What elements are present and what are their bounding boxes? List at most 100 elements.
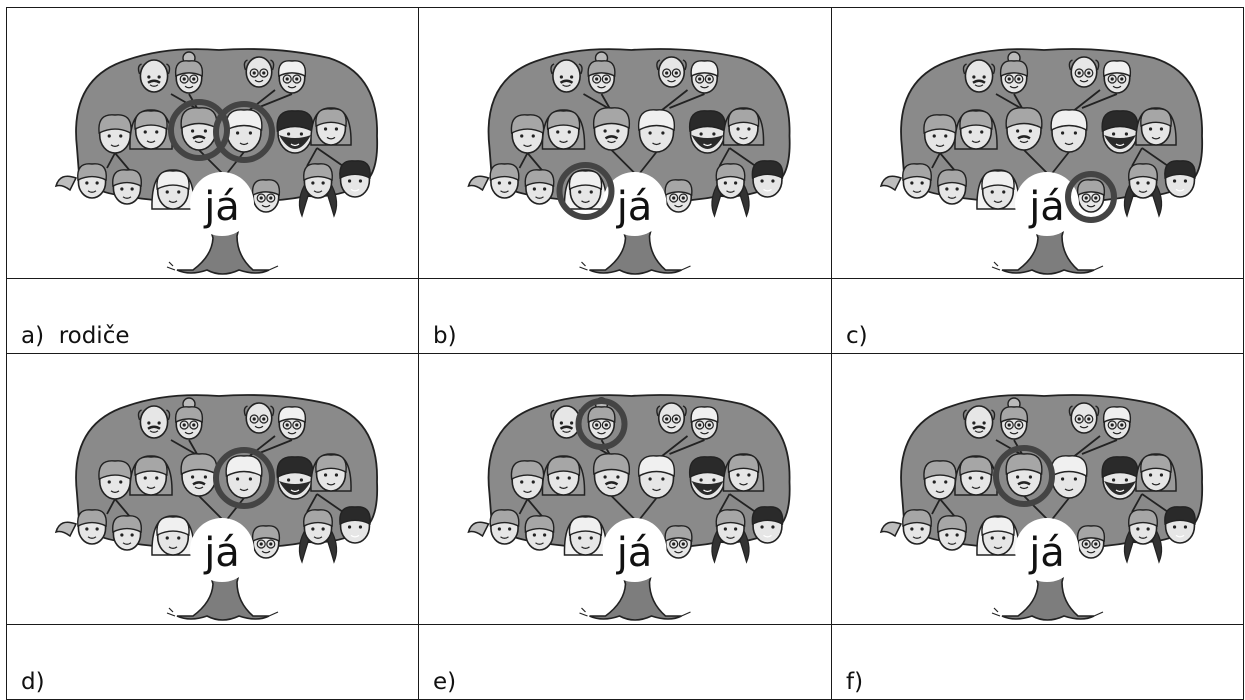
face-sister: [976, 515, 1020, 556]
tree-image-cell: já: [831, 7, 1244, 279]
highlight-ring: [213, 447, 275, 509]
face-cousin1: [54, 163, 107, 199]
answer-label: e): [433, 669, 457, 695]
face-brother: [251, 525, 281, 559]
face-aunt2: [129, 455, 173, 496]
face-cousin1: [467, 509, 520, 545]
face-grandma2: [1102, 406, 1132, 440]
face-cousin1: [467, 163, 520, 199]
face-aunt3: [722, 453, 765, 492]
face-cousin3: [1123, 163, 1163, 218]
face-cousin4: [339, 506, 371, 544]
answer-cell[interactable]: b): [418, 278, 832, 354]
family-tree-illustration: já: [879, 48, 1204, 275]
label-row: d) e) f): [6, 624, 1244, 700]
family-tree-illustration: já: [467, 394, 791, 621]
answer-cell[interactable]: e): [418, 624, 832, 700]
face-cousin4: [751, 506, 784, 544]
face-father: [592, 107, 631, 151]
face-cousin3: [1123, 509, 1163, 564]
face-cousin2: [524, 169, 555, 205]
face-sister: [976, 169, 1020, 210]
face-uncle: [688, 456, 727, 500]
answer-cell[interactable]: c): [831, 278, 1244, 354]
face-sister: [563, 515, 608, 556]
face-aunt3: [722, 107, 765, 146]
face-cousin2: [937, 515, 967, 551]
tree-trunk: [176, 202, 270, 275]
family-tree-illustration: já: [467, 48, 791, 275]
me-bubble: já: [190, 172, 254, 236]
family-tree-illustration: já: [54, 394, 379, 621]
tree-trunk: [589, 548, 682, 621]
me-bubble: já: [1015, 172, 1079, 236]
face-grandma2: [690, 406, 719, 440]
face-aunt2: [954, 109, 998, 150]
face-grandma1: [999, 397, 1029, 440]
face-grandpa1: [962, 405, 996, 439]
highlight-ring: [213, 101, 275, 163]
tree-image-cell: já: [6, 353, 419, 625]
face-aunt1: [98, 114, 132, 154]
face-grandpa1: [137, 59, 171, 93]
face-aunt2: [129, 109, 173, 150]
face-cousin3: [298, 163, 338, 218]
face-sister: [151, 169, 195, 210]
family-tree-illustration: já: [879, 394, 1204, 621]
highlight-ring: [575, 398, 628, 450]
tree-trunk: [1001, 202, 1095, 275]
face-aunt1: [510, 460, 545, 500]
me-bubble: já: [602, 172, 667, 236]
me-bubble: já: [1015, 518, 1079, 582]
face-father: [1005, 453, 1043, 497]
face-father: [180, 107, 218, 151]
face-grandma1: [174, 51, 204, 94]
highlight-ring: [168, 99, 230, 161]
me-label: já: [1028, 530, 1065, 576]
answer-label: a) rodiče: [21, 323, 130, 349]
face-cousin2: [112, 515, 142, 551]
face-cousin4: [339, 160, 371, 198]
face-mother: [637, 455, 676, 499]
face-grandpa2: [243, 402, 275, 434]
label-row: a) rodiče b)c): [6, 278, 1244, 354]
highlight-ring: [993, 445, 1055, 507]
face-aunt1: [98, 460, 132, 500]
tree-image-cell: já: [831, 353, 1244, 625]
answer-cell[interactable]: a) rodiče: [6, 278, 419, 354]
face-grandpa1: [550, 59, 583, 93]
face-grandpa2: [656, 56, 687, 88]
family-tree-illustration: já: [54, 48, 379, 275]
tree-image-cell: já: [418, 353, 832, 625]
answer-cell[interactable]: f): [831, 624, 1244, 700]
highlight-ring: [1065, 171, 1117, 223]
me-label: já: [616, 530, 653, 576]
face-sister: [563, 169, 608, 210]
face-aunt1: [923, 460, 957, 500]
answer-label: d): [21, 669, 45, 695]
answer-cell[interactable]: d): [6, 624, 419, 700]
face-grandma2: [277, 406, 307, 440]
face-father: [592, 453, 631, 497]
face-cousin2: [112, 169, 142, 205]
face-grandpa2: [656, 402, 687, 434]
face-grandma2: [277, 60, 307, 94]
face-mother: [225, 109, 263, 153]
face-aunt3: [1135, 453, 1177, 492]
face-aunt3: [310, 107, 352, 146]
face-mother: [637, 109, 676, 153]
face-mother: [1050, 455, 1088, 499]
face-grandma1: [587, 51, 616, 94]
face-cousin3: [711, 509, 750, 564]
face-cousin2: [937, 169, 967, 205]
tree-trunk: [176, 548, 270, 621]
face-cousin1: [54, 509, 107, 545]
face-uncle: [1101, 456, 1139, 500]
face-uncle: [276, 456, 314, 500]
face-uncle: [1101, 110, 1139, 154]
face-father: [180, 453, 218, 497]
face-uncle: [276, 110, 314, 154]
family-lines: [931, 435, 1169, 523]
me-label: já: [616, 184, 653, 230]
face-grandma2: [690, 60, 719, 94]
